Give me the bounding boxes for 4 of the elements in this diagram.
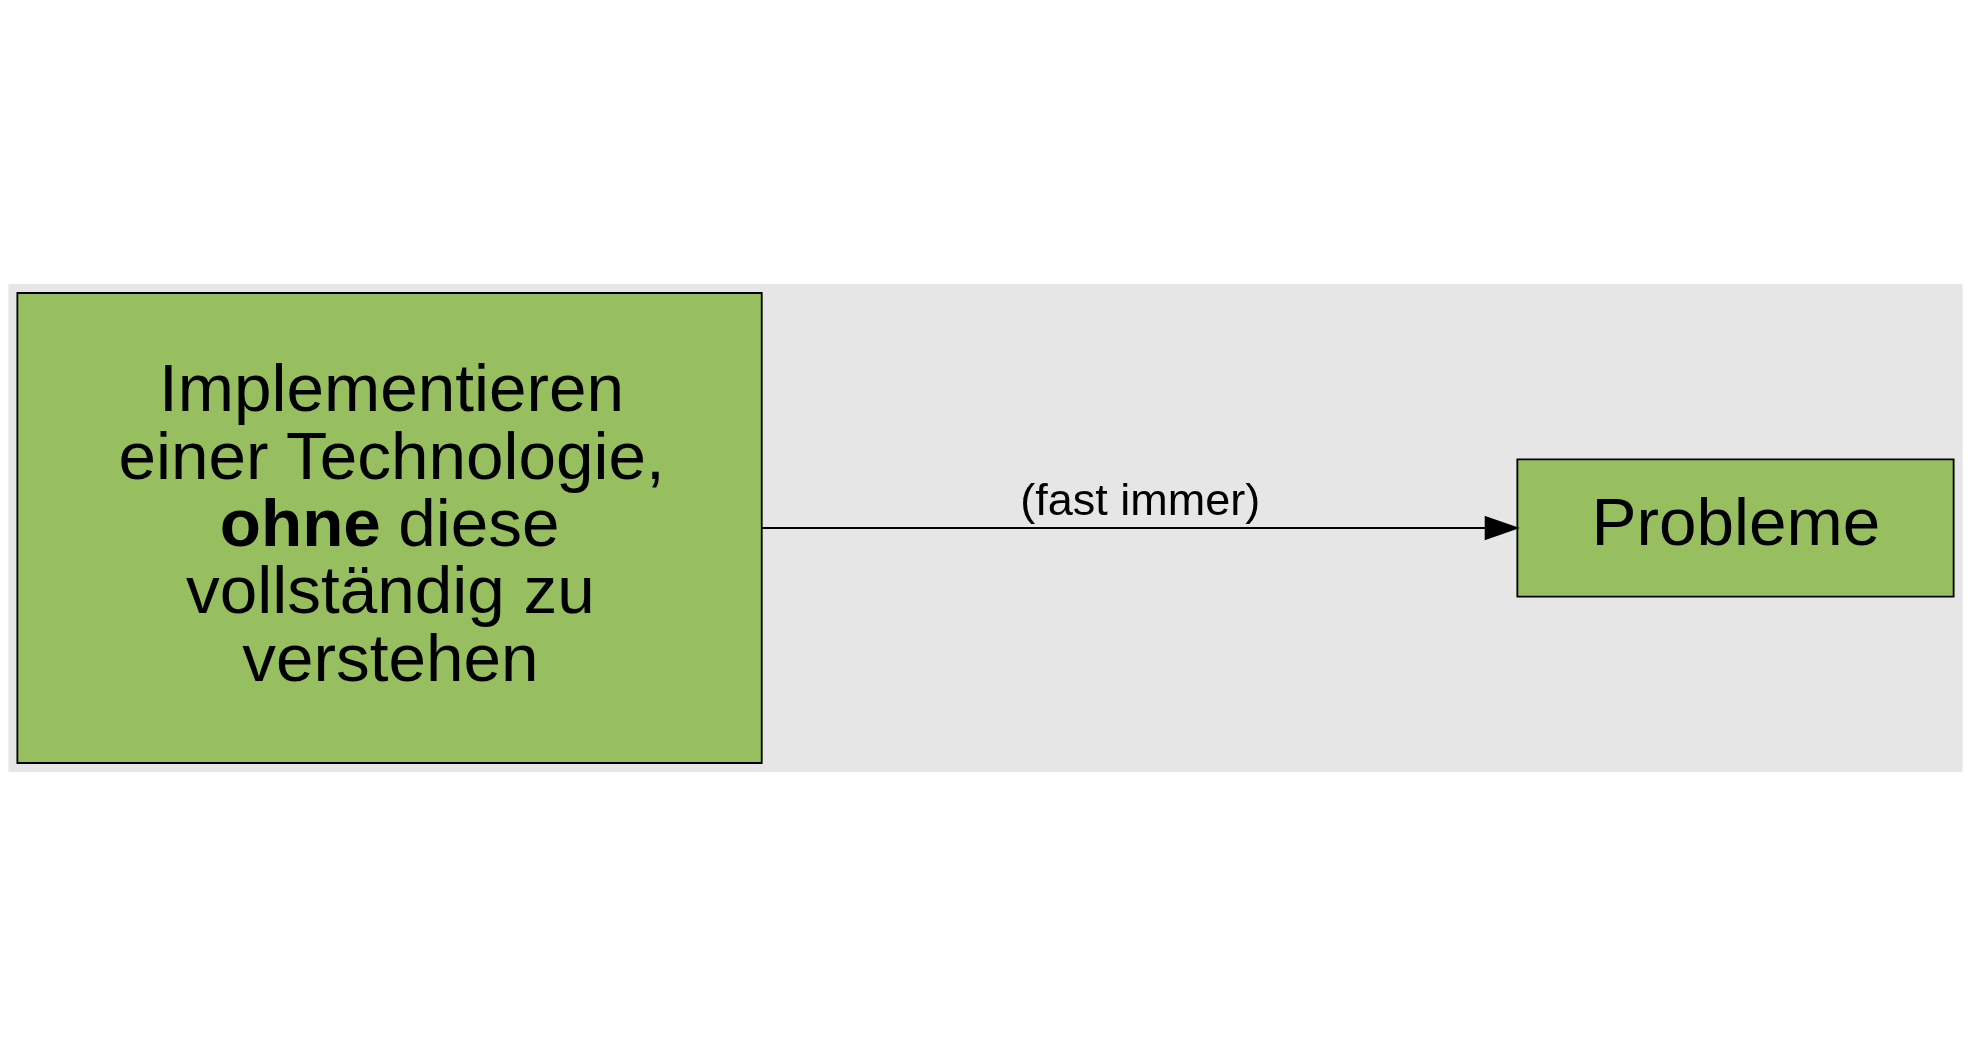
node-box: Implementieren einer Technologie, ohne diese vollständig zu verstehen <box>16 292 763 764</box>
arrow <box>761 515 1520 541</box>
node-box: Probleme <box>1516 458 1955 598</box>
edge-label: (fast immer) <box>1020 473 1261 525</box>
